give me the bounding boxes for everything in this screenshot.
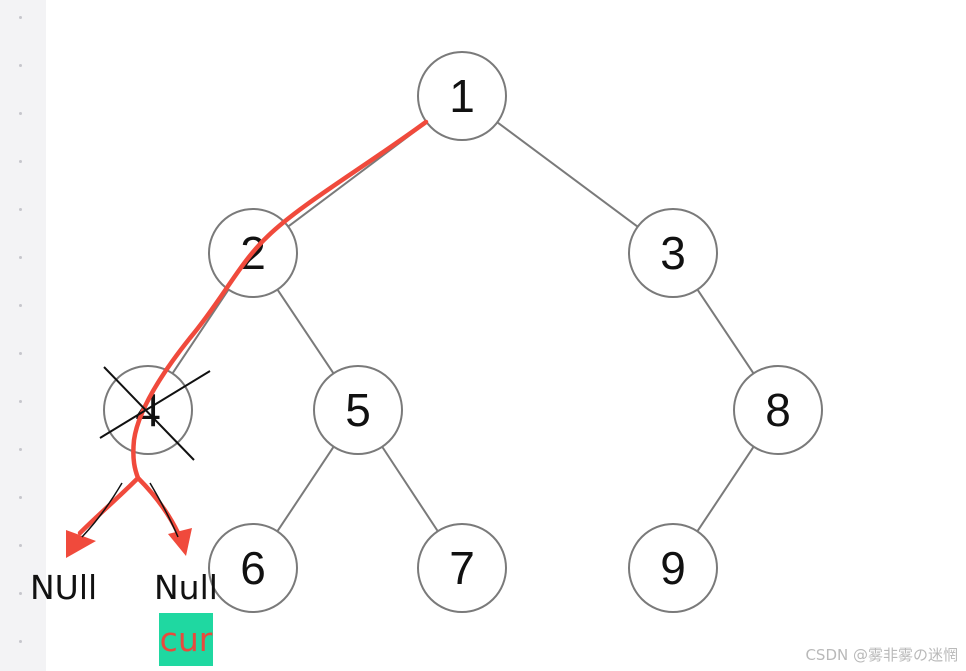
tree-node-9: 9 [628,523,718,613]
gutter-dot [19,640,22,643]
tree-node-label: 1 [449,70,475,122]
tree-edge-n2-n5 [276,289,335,374]
tree-node-circle [628,523,718,613]
gutter-dot [19,160,22,163]
gutter-dot [19,16,22,19]
gutter-dot [19,304,22,307]
gutter-dot [19,400,22,403]
tree-node-circle [628,208,718,298]
null-label-right: Null [154,568,218,607]
tree-node-3: 3 [628,208,718,298]
null-pointer-stroke-left [81,482,123,538]
tree-node-label: 8 [765,384,791,436]
gutter-dot [19,496,22,499]
tree-edges [171,121,755,532]
tree-node-label: 9 [660,542,686,594]
cross-out-line-2 [99,370,211,439]
tree-node-4: 4 [103,365,193,455]
gutter-dot [19,544,22,547]
gutter-dot [19,352,22,355]
tree-node-circle [733,365,823,455]
null-label-left: NUll [30,568,98,607]
traversal-branch-right [135,475,181,536]
tree-node-1: 1 [417,51,507,141]
tree-node-circle [417,51,507,141]
tree-node-label: 4 [135,384,161,436]
gutter-dot [19,592,22,595]
gutter-dot [19,112,22,115]
gutter-dot [19,448,22,451]
tree-edge-n2-n4 [171,289,230,374]
tree-node-circle [417,523,507,613]
gutter-dot [19,208,22,211]
arrowhead-left [66,530,96,558]
tree-node-label: 5 [345,384,371,436]
tree-node-6: 6 [208,523,298,613]
traversal-branch-left [77,475,141,536]
tree-edge-n3-n8 [696,289,755,374]
tree-node-label: 3 [660,227,686,279]
tree-node-7: 7 [417,523,507,613]
tree-edge-n5-n7 [381,446,439,532]
tree-node-label: 6 [240,542,266,594]
editor-gutter [0,0,46,671]
null-pointer-stroke-right [149,482,179,538]
gutter-dot [19,64,22,67]
tree-node-circle [208,523,298,613]
gutter-dot [19,256,22,259]
cur-pointer-badge: cur [159,613,213,666]
tree-node-label: 7 [449,542,475,594]
arrowhead-right [168,528,192,556]
tree-edge-n8-n9 [696,446,755,532]
traversal-path [131,119,429,481]
cross-out-line-1 [103,366,195,461]
csdn-watermark: CSDN @雾非雾の迷惘 [805,646,958,664]
tree-node-5: 5 [313,365,403,455]
tree-node-circle [103,365,193,455]
tree-edge-n1-n3 [496,121,639,228]
tree-node-8: 8 [733,365,823,455]
tree-node-circle [313,365,403,455]
tree-edge-n5-n6 [276,446,335,532]
